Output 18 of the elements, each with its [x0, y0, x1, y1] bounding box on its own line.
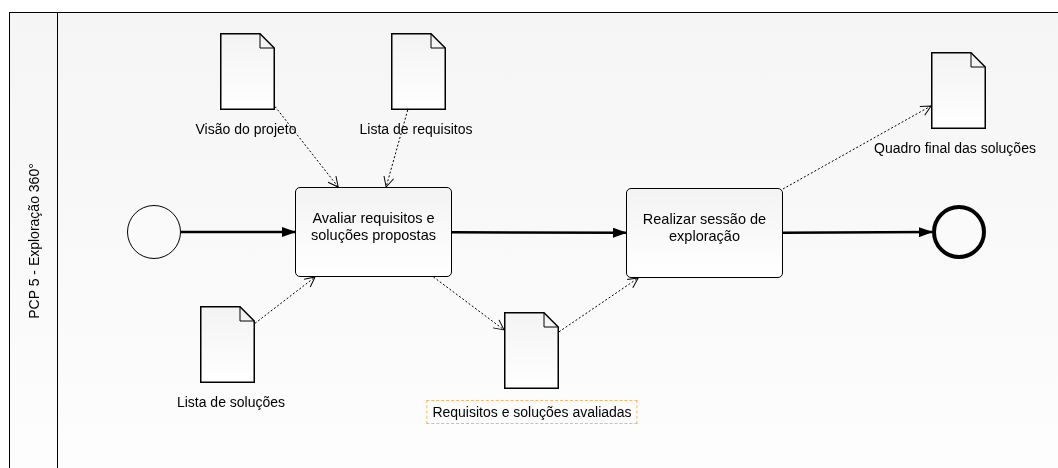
document-label: Visão do projeto: [195, 121, 297, 137]
lane-title: PCP 5 - Exploração 360°: [26, 163, 42, 319]
task-box: Realizar sessão de exploração: [626, 188, 783, 278]
start-event-circle: [127, 205, 181, 259]
task-box: Avaliar requisitos e soluções propostas: [295, 187, 452, 277]
dotted-arrow: [383, 109, 409, 188]
document-label: Lista de requisitos: [359, 121, 473, 137]
document-label: Lista de soluções: [176, 394, 286, 410]
document-label: Requisitos e soluções avaliadas: [426, 400, 638, 424]
document-label: Quadro final das soluções: [874, 140, 1036, 156]
dotted-arrow: [782, 105, 932, 190]
end-event-circle: [932, 205, 986, 259]
dotted-arrow: [274, 106, 339, 188]
pool-lane: [9, 12, 1058, 468]
sequence-arrow: [452, 227, 627, 238]
sequence-arrow: [783, 227, 933, 238]
sequence-arrow: [181, 227, 296, 237]
dotted-arrow: [433, 276, 505, 331]
